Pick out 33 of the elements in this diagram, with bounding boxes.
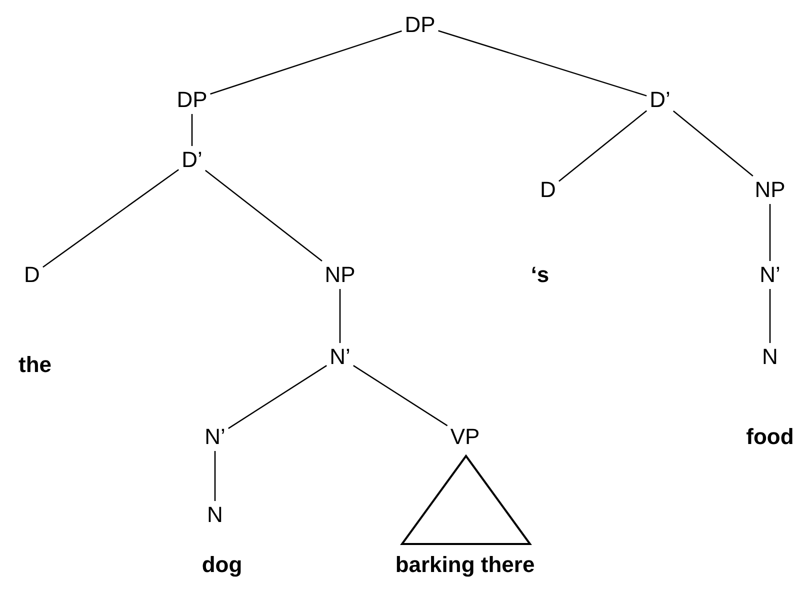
tree-branch xyxy=(353,365,448,426)
tree-branch xyxy=(210,30,402,95)
category-label: D’ xyxy=(178,146,206,174)
category-label: D xyxy=(537,176,559,204)
tree-branch xyxy=(228,365,327,429)
category-label: DP xyxy=(402,11,438,39)
word-label: the xyxy=(18,351,52,379)
tree-branch xyxy=(558,110,648,182)
tree-branch xyxy=(191,114,193,146)
category-label: N’ xyxy=(326,343,354,371)
category-label: N’ xyxy=(756,261,784,289)
category-label: NP xyxy=(752,176,788,204)
category-label: D xyxy=(21,261,43,289)
tree-branch xyxy=(769,204,771,261)
category-label: DP xyxy=(174,86,210,114)
tree-branch xyxy=(339,289,341,343)
tree-branch xyxy=(42,169,179,268)
tree-branch xyxy=(769,289,771,343)
category-label: D’ xyxy=(646,86,674,114)
tree-branch xyxy=(214,451,216,501)
word-label: barking there xyxy=(394,551,536,579)
category-label: VP xyxy=(447,423,483,451)
triangle-symbol xyxy=(400,454,532,546)
tree-branch xyxy=(205,170,322,262)
category-label: N xyxy=(204,501,226,529)
word-label: food xyxy=(745,423,795,451)
word-label: dog xyxy=(200,551,244,579)
category-label: NP xyxy=(322,261,358,289)
category-label: N’ xyxy=(202,423,228,451)
category-label: N xyxy=(759,343,781,371)
word-label: ‘s xyxy=(530,261,550,289)
tree-branch xyxy=(438,30,647,96)
tree-branch xyxy=(672,110,754,176)
